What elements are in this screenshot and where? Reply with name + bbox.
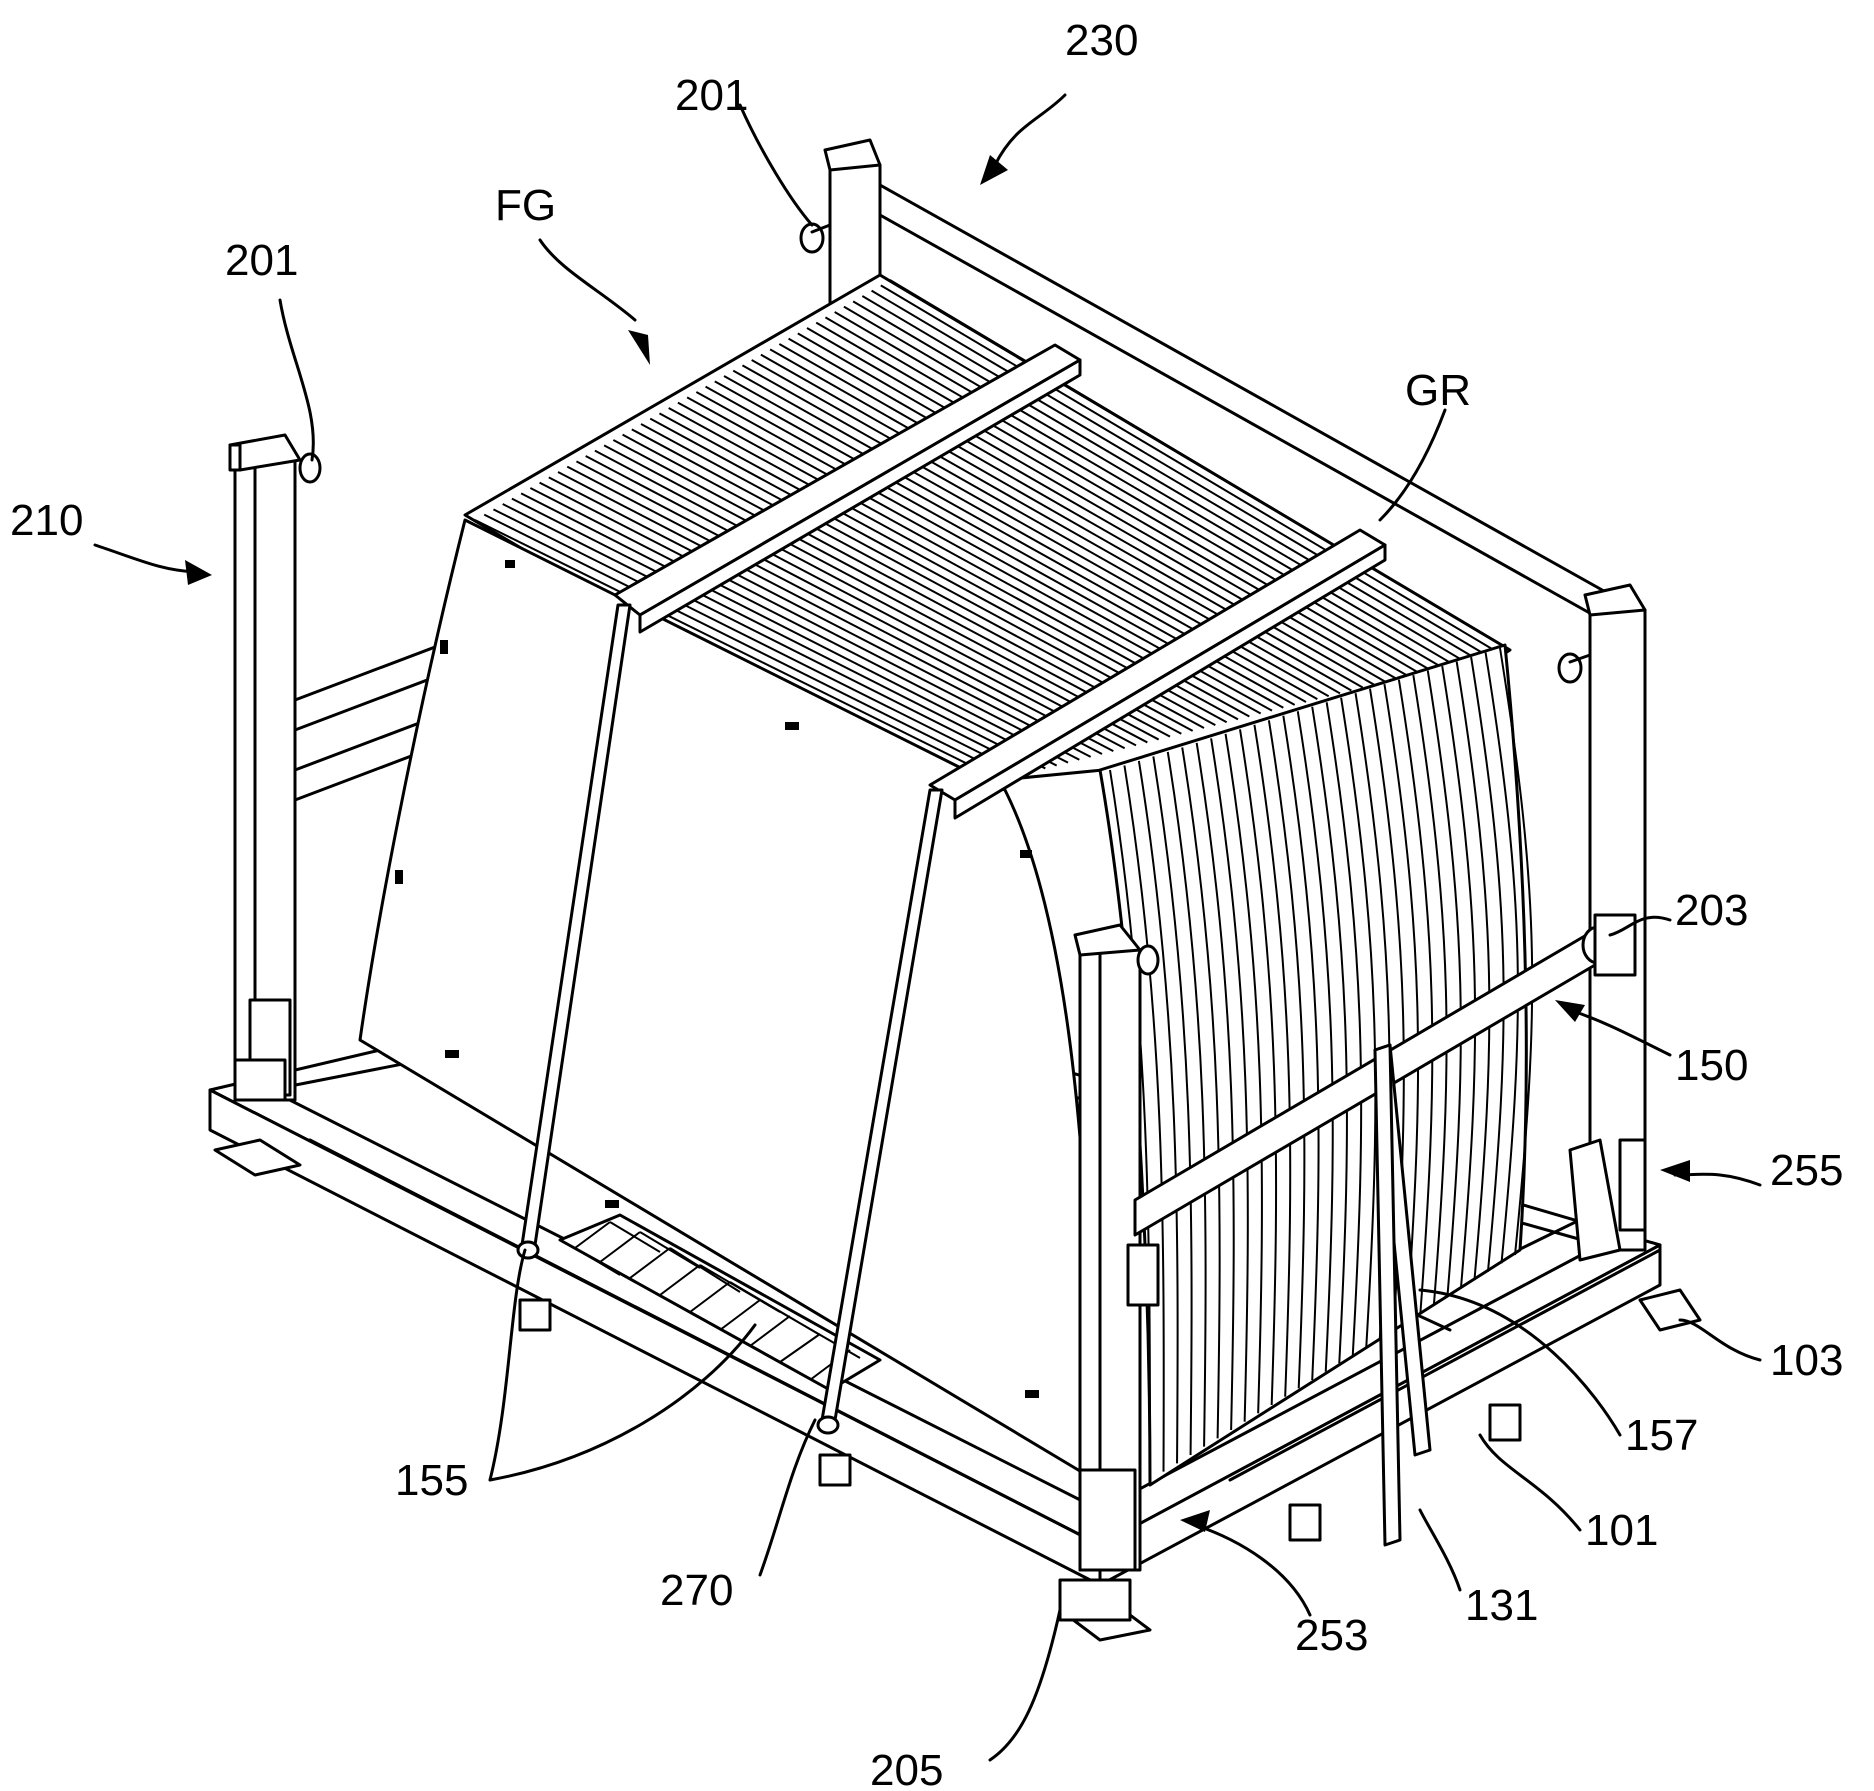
label-GR: GR: [1405, 366, 1471, 415]
top-fin-line: [834, 311, 1443, 669]
top-fin-line: [594, 449, 1148, 744]
left-post-210: [228, 433, 322, 1102]
side-fin-line: [1239, 729, 1278, 1406]
side-fin-line: [1441, 665, 1477, 1289]
label-FG: FG: [495, 181, 556, 230]
side-fin-line: [1383, 683, 1420, 1322]
side-fin-line: [1210, 738, 1249, 1422]
reference-labels: 210 201 FG 201 230 GR 203 150 255 103 15…: [10, 16, 1843, 1791]
side-fin-line: [1152, 756, 1193, 1456]
top-fin-line: [575, 460, 1126, 750]
top-fin-line: [880, 284, 1500, 654]
side-fin-line: [1455, 661, 1491, 1281]
top-fin-line: [612, 439, 1171, 738]
top-fin-line: [852, 300, 1466, 663]
side-fin-line: [1311, 706, 1348, 1364]
top-fin-line: [483, 513, 1012, 779]
label-230: 230: [1065, 16, 1138, 65]
side-fin-line: [1325, 702, 1363, 1356]
top-fin-line: [585, 455, 1137, 747]
side-fin-line: [1340, 697, 1377, 1347]
top-fin-line: [806, 327, 1409, 677]
side-fin-line: [1109, 769, 1151, 1481]
top-fin-line: [797, 332, 1398, 680]
side-fin-line: [1123, 765, 1165, 1472]
label-101: 101: [1585, 1506, 1658, 1555]
top-fin-line: [502, 503, 1035, 773]
side-fin-line: [1484, 652, 1519, 1264]
label-131: 131: [1465, 1581, 1538, 1630]
top-fin-line: [548, 476, 1092, 758]
side-fin-line: [1282, 715, 1320, 1381]
top-fin-line: [889, 279, 1511, 651]
label-201-back: 201: [675, 71, 748, 120]
leader-lines: [93, 93, 1762, 1762]
fin-stack: [358, 273, 1534, 1487]
panel-slots: [395, 560, 1039, 1398]
guide-rails: [613, 343, 1387, 820]
top-fin-line: [557, 471, 1103, 755]
top-fin-line: [492, 508, 1024, 776]
top-fin-line: [778, 343, 1375, 686]
label-155: 155: [395, 1456, 468, 1505]
top-fin-line: [603, 444, 1160, 741]
top-fin-line: [631, 428, 1194, 732]
top-fin-line: [511, 497, 1046, 770]
side-fin-line: [1181, 747, 1221, 1439]
side-fin-line: [1296, 711, 1334, 1372]
top-fin-line: [824, 316, 1432, 672]
side-fin-line: [1397, 679, 1434, 1314]
mesh-grating: [558, 1213, 882, 1392]
label-210: 210: [10, 496, 83, 545]
side-fin-line: [1499, 647, 1534, 1256]
label-203: 203: [1675, 886, 1748, 935]
label-205: 205: [870, 1746, 943, 1791]
label-157: 157: [1625, 1411, 1698, 1460]
top-fin-line: [788, 337, 1386, 683]
side-fin-line: [1426, 670, 1462, 1297]
straps-155: [516, 603, 944, 1435]
side-fin-line: [1224, 733, 1263, 1414]
side-fin-line: [1137, 760, 1179, 1464]
front-right-post: [1058, 923, 1160, 1622]
side-fin-line: [1253, 724, 1292, 1397]
top-fin-line: [529, 487, 1069, 764]
side-fin-line: [1412, 674, 1448, 1306]
label-103: 103: [1770, 1336, 1843, 1385]
side-fin-line: [1195, 742, 1235, 1431]
label-201-left: 201: [225, 236, 298, 285]
top-fin-line: [566, 465, 1114, 752]
label-255: 255: [1770, 1146, 1843, 1195]
top-fin-line: [539, 481, 1080, 761]
side-fin-line: [1470, 656, 1505, 1272]
top-fin-line: [622, 433, 1182, 735]
top-bar-150: [1126, 913, 1637, 1307]
label-270: 270: [660, 1566, 733, 1615]
label-253: 253: [1295, 1611, 1368, 1660]
side-fin-line: [1166, 751, 1207, 1447]
top-fin-line: [871, 289, 1488, 657]
top-fin-line: [474, 519, 1001, 781]
top-fin-line: [843, 305, 1454, 666]
top-fin-line: [520, 492, 1058, 767]
top-fin-line: [815, 321, 1420, 674]
top-fin-line: [861, 295, 1477, 660]
side-fin-line: [1267, 720, 1306, 1389]
strap-157: [1373, 1043, 1432, 1547]
label-150: 150: [1675, 1041, 1748, 1090]
